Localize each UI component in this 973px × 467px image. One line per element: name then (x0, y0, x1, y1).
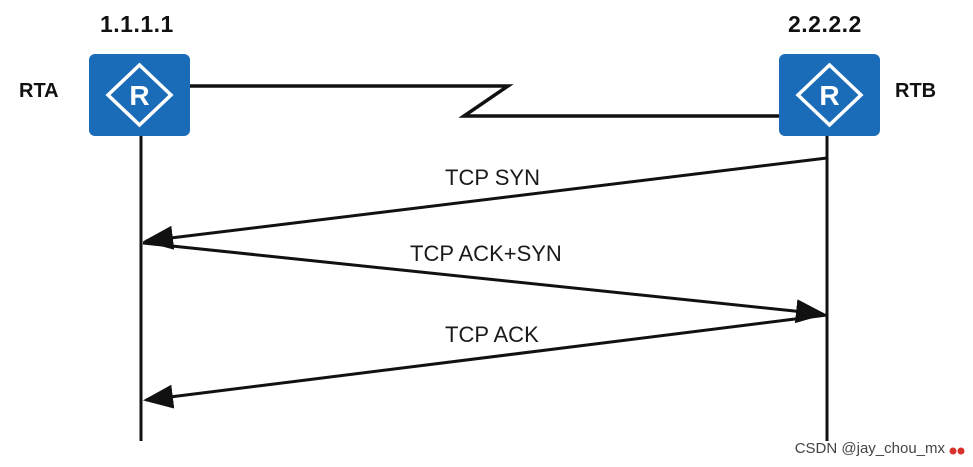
serial-link (190, 84, 782, 118)
message-label-syn: TCP SYN (445, 165, 540, 190)
rta-name-label: RTA (19, 80, 59, 102)
message-label-ack-syn: TCP ACK+SYN (410, 241, 562, 266)
rtb-icon-letter: R (819, 80, 839, 111)
message-arrow-ack (143, 313, 828, 409)
rta-router-icon: R (89, 54, 190, 136)
corner-logo-icon (949, 447, 965, 455)
message-arrow-ack-syn (142, 241, 826, 324)
rtb-router-icon: R (779, 54, 880, 136)
rta-icon-letter: R (129, 80, 149, 111)
rtb-ip-label: 2.2.2.2 (788, 11, 862, 37)
csdn-watermark: CSDN @jay_chou_mx (794, 440, 945, 457)
message-arrow-syn (143, 156, 828, 250)
rta-ip-label: 1.1.1.1 (100, 11, 174, 37)
rtb-name-label: RTB (895, 80, 937, 102)
message-label-ack: TCP ACK (445, 322, 539, 347)
